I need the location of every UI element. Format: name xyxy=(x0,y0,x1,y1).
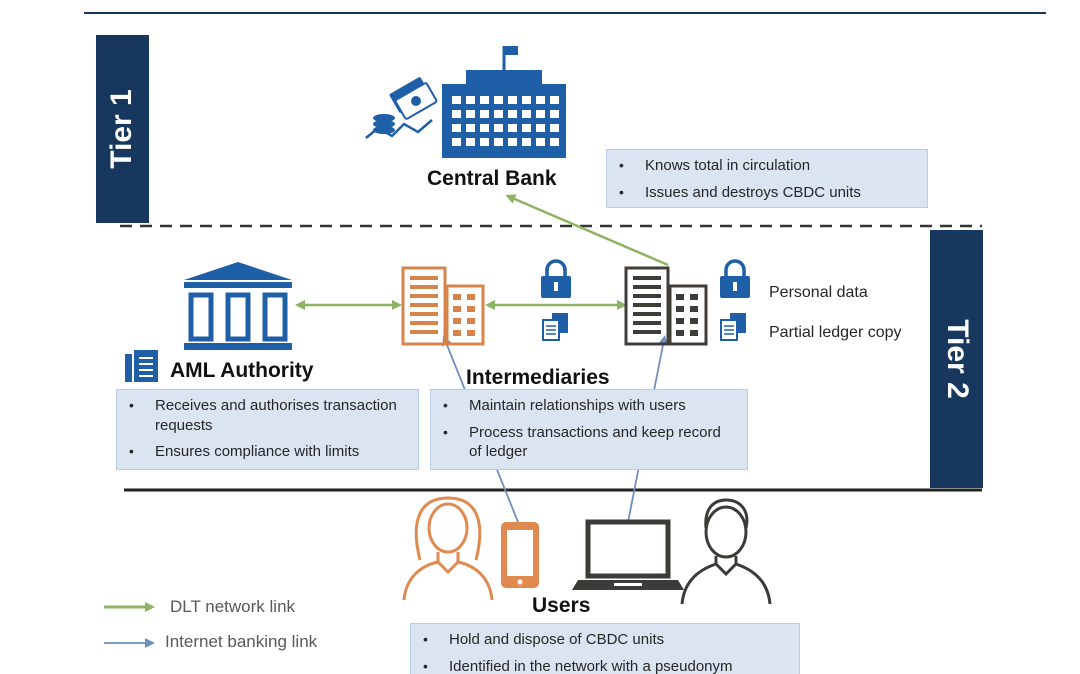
courthouse-icon xyxy=(184,262,292,350)
personal-data-label: Personal data xyxy=(769,284,868,301)
lock-icon xyxy=(541,259,571,298)
central-bank-bullet: Knows total in circulation xyxy=(617,156,917,176)
aml-bullet: Receives and authorises transaction requ… xyxy=(127,396,408,435)
office-building-icon xyxy=(401,266,485,346)
legend-internet-label: Internet banking link xyxy=(165,632,318,651)
users-bullet: Identified in the network with a pseudon… xyxy=(421,657,789,674)
dlt-link-central-bank xyxy=(505,194,669,267)
intermediaries-title: Intermediaries xyxy=(466,366,610,389)
copy-documents-icon xyxy=(720,313,746,341)
laptop-icon xyxy=(572,519,684,590)
central-bank-title: Central Bank xyxy=(427,167,557,190)
central-bank-bullet: Issues and destroys CBDC units xyxy=(617,183,917,203)
smartphone-icon xyxy=(501,522,539,588)
aml-authority-box: Receives and authorises transaction requ… xyxy=(116,389,419,470)
central-bank-building-icon xyxy=(442,46,566,158)
tier-2-band xyxy=(930,230,983,488)
users-bullet: Hold and dispose of CBDC units xyxy=(421,630,789,650)
woman-user-icon xyxy=(402,496,494,601)
intermediaries-bullet: Maintain relationships with users xyxy=(441,396,737,416)
office-building-icon xyxy=(624,266,708,346)
tier-1-label: Tier 1 xyxy=(105,89,138,169)
copy-documents-icon xyxy=(542,313,568,341)
tier-1-band xyxy=(96,35,149,223)
users-box: Hold and dispose of CBDC units Identifie… xyxy=(410,623,800,674)
intermediaries-bullet: Process transactions and keep record of … xyxy=(441,423,737,462)
man-user-icon xyxy=(680,498,772,605)
lock-icon xyxy=(720,259,750,298)
money-icon xyxy=(365,77,438,139)
partial-ledger-label: Partial ledger copy xyxy=(769,324,902,341)
users-title: Users xyxy=(532,594,591,617)
central-bank-box: Knows total in circulation Issues and de… xyxy=(606,149,928,208)
intermediaries-box: Maintain relationships with users Proces… xyxy=(430,389,748,470)
aml-authority-title: AML Authority xyxy=(170,359,314,382)
aml-bullet: Ensures compliance with limits xyxy=(127,442,408,462)
legend-dlt-label: DLT network link xyxy=(170,597,296,616)
document-icon xyxy=(125,350,158,382)
tier-2-label: Tier 2 xyxy=(941,319,974,399)
